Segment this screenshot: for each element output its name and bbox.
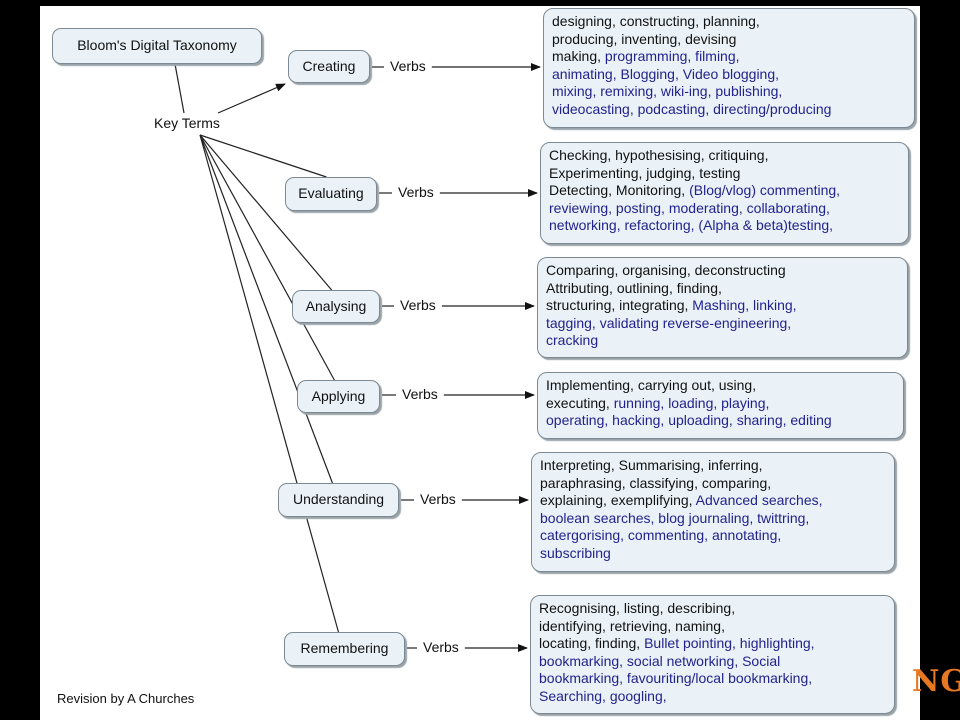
digital-verb-text: Mashing, linking, (692, 297, 797, 314)
digital-verb-text: subscribing (540, 544, 611, 561)
traditional-verb-text: paraphrasing, classifying, comparing, (540, 474, 772, 491)
verbs-label-remembering: Verbs (423, 639, 459, 655)
verb-line: producing, inventing, devising (552, 31, 908, 49)
digital-verb-text: animating, Blogging, Video blogging, (552, 65, 780, 82)
verb-line: reviewing, posting, moderating, collabor… (549, 200, 902, 218)
traditional-verb-text: explaining, exemplifying, (540, 492, 696, 509)
digital-verb-text: bookmarking, favouriting/local bookmarki… (539, 670, 813, 687)
traditional-verb-text: identifying, retrieving, naming, (539, 617, 725, 634)
traditional-verb-text: Detecting, Monitoring, (549, 182, 690, 199)
digital-verb-text: boolean searches, blog journaling, twitt… (540, 509, 810, 526)
verb-line: executing, running, loading, playing, (546, 395, 897, 413)
verbs-box-evaluating: Checking, hypothesising, critiquing,Expe… (540, 142, 909, 244)
verb-line: subscribing (540, 545, 888, 563)
level-node-evaluating: Evaluating (285, 177, 377, 211)
verb-line: identifying, retrieving, naming, (539, 618, 888, 636)
verbs-label-analysing: Verbs (400, 297, 436, 313)
traditional-verb-text: designing, constructing, planning, (552, 13, 760, 29)
verb-line: animating, Blogging, Video blogging, (552, 66, 908, 84)
verbs-box-understanding: Interpreting, Summarising, inferring,par… (531, 452, 895, 572)
traditional-verb-text: Experimenting, judging, testing (549, 164, 741, 181)
connector-key-terms-applying (199, 134, 335, 381)
verb-line: paraphrasing, classifying, comparing, (540, 475, 888, 493)
digital-verb-text: reviewing, posting, moderating, collabor… (549, 199, 830, 216)
verb-line: networking, refactoring, (Alpha & beta)t… (549, 217, 902, 235)
verb-line: structuring, integrating, Mashing, linki… (546, 297, 901, 315)
digital-verb-text: catergorising, commenting, annotating, (540, 527, 782, 544)
digital-verb-text: videocasting, podcasting, directing/prod… (552, 100, 832, 117)
traditional-verb-text: structuring, integrating, (546, 297, 693, 314)
verbs-box-creating: designing, constructing, planning,produc… (543, 8, 915, 128)
traditional-verb-text: producing, inventing, devising (552, 30, 737, 47)
verb-line: designing, constructing, planning, (552, 13, 908, 31)
digital-verb-text: Searching, googling, (539, 687, 667, 704)
verb-line: Interpreting, Summarising, inferring, (540, 457, 888, 475)
verb-line: cracking (546, 332, 901, 350)
verb-line: Experimenting, judging, testing (549, 165, 902, 183)
digital-verb-text: bookmarking, social networking, Social (539, 652, 781, 669)
verb-line: Comparing, organising, deconstructing (546, 262, 901, 280)
digital-verb-text: mixing, remixing, wiki-ing, publishing, (552, 83, 783, 100)
verb-line: Searching, googling, (539, 688, 888, 706)
digital-verb-text: Advanced searches, (695, 492, 823, 509)
traditional-verb-text: making, (552, 48, 605, 65)
verb-line: bookmarking, social networking, Social (539, 653, 888, 671)
traditional-verb-text: Interpreting, Summarising, inferring, (540, 457, 763, 473)
verb-line: bookmarking, favouriting/local bookmarki… (539, 670, 888, 688)
verb-line: Attributing, outlining, finding, (546, 280, 901, 298)
title-node: Bloom's Digital Taxonomy (52, 28, 262, 64)
verbs-label-evaluating: Verbs (398, 184, 434, 200)
verb-line: Implementing, carrying out, using, (546, 377, 897, 395)
digital-verb-text: networking, refactoring, (Alpha & beta)t… (549, 217, 834, 234)
connector-title-key-terms (174, 63, 185, 114)
digital-verb-text: tagging, validating reverse-engineering, (546, 314, 792, 331)
connector-key-terms-understanding (199, 134, 334, 484)
traditional-verb-text: executing, (546, 394, 614, 411)
verb-line: tagging, validating reverse-engineering, (546, 315, 901, 333)
connector-key-terms-remembering (199, 134, 340, 633)
verb-line: explaining, exemplifying, Advanced searc… (540, 492, 888, 510)
verbs-label-understanding: Verbs (420, 491, 456, 507)
verb-line: operating, hacking, uploading, sharing, … (546, 412, 897, 430)
corner-fragment-text: NG (912, 664, 960, 699)
connector-key-terms-creating (217, 83, 286, 114)
verb-line: Checking, hypothesising, critiquing, (549, 147, 902, 165)
digital-verb-text: cracking (546, 332, 599, 349)
verbs-box-remembering: Recognising, listing, describing,identif… (530, 595, 895, 714)
verbs-label-applying: Verbs (402, 386, 438, 402)
level-node-remembering: Remembering (284, 632, 405, 666)
verbs-label-creating: Verbs (390, 58, 426, 74)
traditional-verb-text: Implementing, carrying out, using, (546, 377, 757, 393)
traditional-verb-text: locating, finding, (539, 635, 645, 652)
verb-line: Recognising, listing, describing, (539, 600, 888, 618)
level-node-applying: Applying (297, 380, 380, 413)
digital-verb-text: operating, hacking, uploading, sharing, … (546, 412, 832, 429)
verb-line: Detecting, Monitoring, (Blog/vlog) comme… (549, 182, 902, 200)
level-node-creating: Creating (288, 50, 370, 83)
level-node-understanding: Understanding (278, 483, 399, 517)
verb-line: videocasting, podcasting, directing/prod… (552, 101, 908, 119)
traditional-verb-text: Attributing, outlining, finding, (546, 279, 722, 296)
traditional-verb-text: Recognising, listing, describing, (539, 600, 736, 616)
verb-line: making, programming, filming, (552, 48, 908, 66)
digital-verb-text: running, loading, playing, (613, 394, 770, 411)
verbs-box-applying: Implementing, carrying out, using,execut… (537, 372, 904, 439)
key-terms-label: Key Terms (154, 115, 220, 131)
verb-line: locating, finding, Bullet pointing, high… (539, 635, 888, 653)
traditional-verb-text: Checking, hypothesising, critiquing, (549, 147, 769, 163)
credit-text: Revision by A Churches (57, 691, 195, 706)
verb-line: catergorising, commenting, annotating, (540, 527, 888, 545)
digital-verb-text: (Blog/vlog) commenting, (689, 182, 841, 199)
verb-line: mixing, remixing, wiki-ing, publishing, (552, 83, 908, 101)
connector-key-terms-evaluating (199, 134, 327, 178)
traditional-verb-text: Comparing, organising, deconstructing (546, 262, 786, 278)
digital-verb-text: Bullet pointing, highlighting, (644, 635, 815, 652)
verb-line: boolean searches, blog journaling, twitt… (540, 510, 888, 528)
digital-verb-text: programming, filming, (604, 48, 740, 65)
level-node-analysing: Analysing (292, 290, 380, 323)
connector-key-terms-analysing (199, 134, 333, 291)
